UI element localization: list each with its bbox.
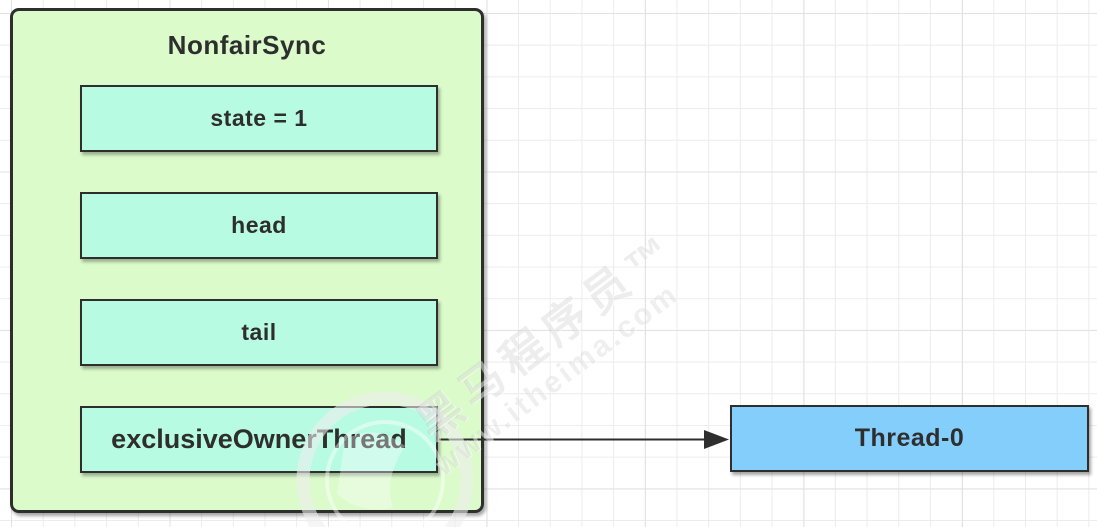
field-exclusive-owner-thread-label: exclusiveOwnerThread: [111, 424, 407, 454]
field-exclusive-owner-thread[interactable]: exclusiveOwnerThread: [80, 406, 438, 473]
arrowhead-icon: [704, 430, 729, 449]
field-tail[interactable]: tail: [80, 299, 438, 366]
field-tail-label: tail: [241, 319, 277, 345]
field-state[interactable]: state = 1: [80, 85, 438, 152]
nonfairsync-title: NonfairSync: [167, 30, 327, 60]
field-head[interactable]: head: [80, 192, 438, 259]
thread-0-node[interactable]: Thread-0: [730, 405, 1089, 472]
field-state-label: state = 1: [210, 105, 308, 131]
field-head-label: head: [231, 212, 287, 238]
thread-0-label: Thread-0: [854, 424, 965, 452]
